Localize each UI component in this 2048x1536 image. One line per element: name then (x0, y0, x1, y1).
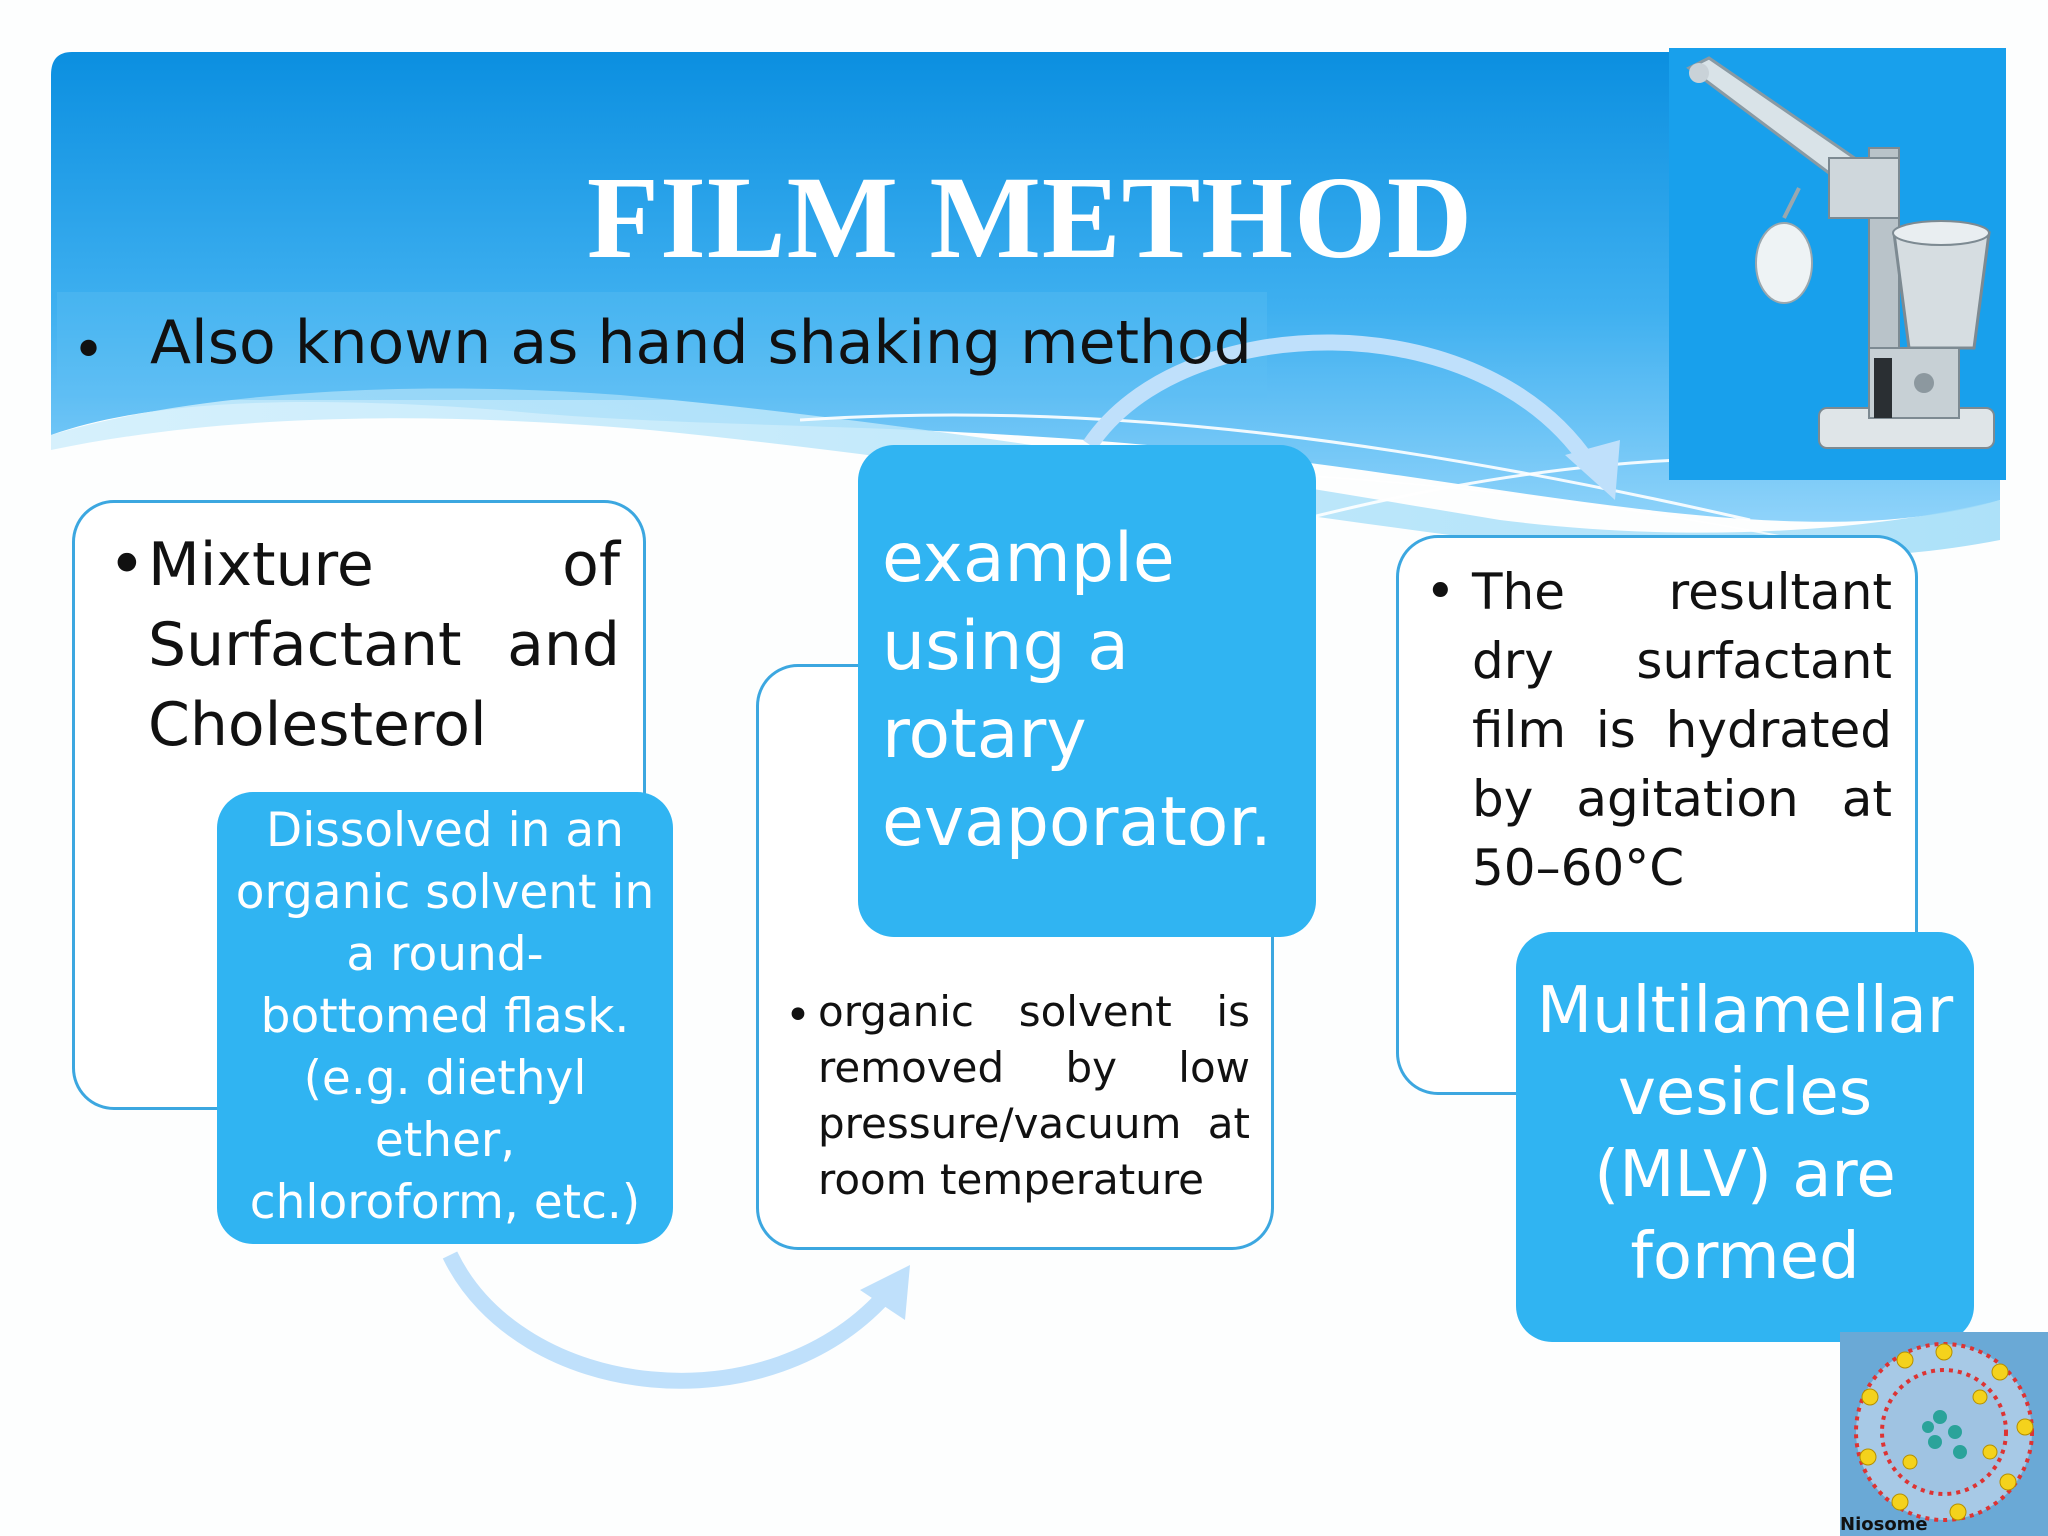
step-solvent-removed-text: organic solvent is removed by low pressu… (818, 987, 1250, 1204)
step-dissolved-text: Dissolved in an organic solvent in a rou… (235, 803, 655, 1230)
step-result-text: Multilamellar vesicles (MLV) are formed (1536, 974, 1954, 1294)
step-mixture-text: Mixture of Surfactant and Cholesterol (148, 530, 620, 760)
niosome-icon (1840, 1332, 2048, 1536)
arrow-top-head (1565, 440, 1620, 500)
niosome-label: Niosome (1840, 1514, 1928, 1535)
subtitle-panel (57, 292, 1267, 400)
step-hydration-text: The resultant dry surfactant film is hyd… (1472, 563, 1892, 897)
rotary-evaporator-image (1669, 48, 2006, 480)
arrow-bottom-head (860, 1265, 910, 1320)
page-title: FILM METHOD (586, 152, 1474, 283)
subtitle-bullet: • (72, 318, 106, 383)
arrow-bottom (442, 1251, 897, 1389)
step-solvent-bullet: • (785, 990, 811, 1041)
page-subtitle: Also known as hand shaking method (150, 308, 1252, 378)
step-dissolved-box (217, 792, 673, 1244)
rotary-evaporator-icon (1669, 48, 2006, 480)
header-line-1 (799, 413, 1751, 522)
step-example-text: example using a rotary evaporator. (882, 519, 1272, 862)
arrow-top (1083, 334, 1597, 470)
step-mixture-bullet: • (108, 528, 146, 602)
step-hydration-bullet: • (1425, 562, 1456, 622)
niosome-image: Niosome (1840, 1332, 2048, 1536)
step-result-box (1516, 932, 1974, 1342)
step-example-box (858, 445, 1316, 937)
